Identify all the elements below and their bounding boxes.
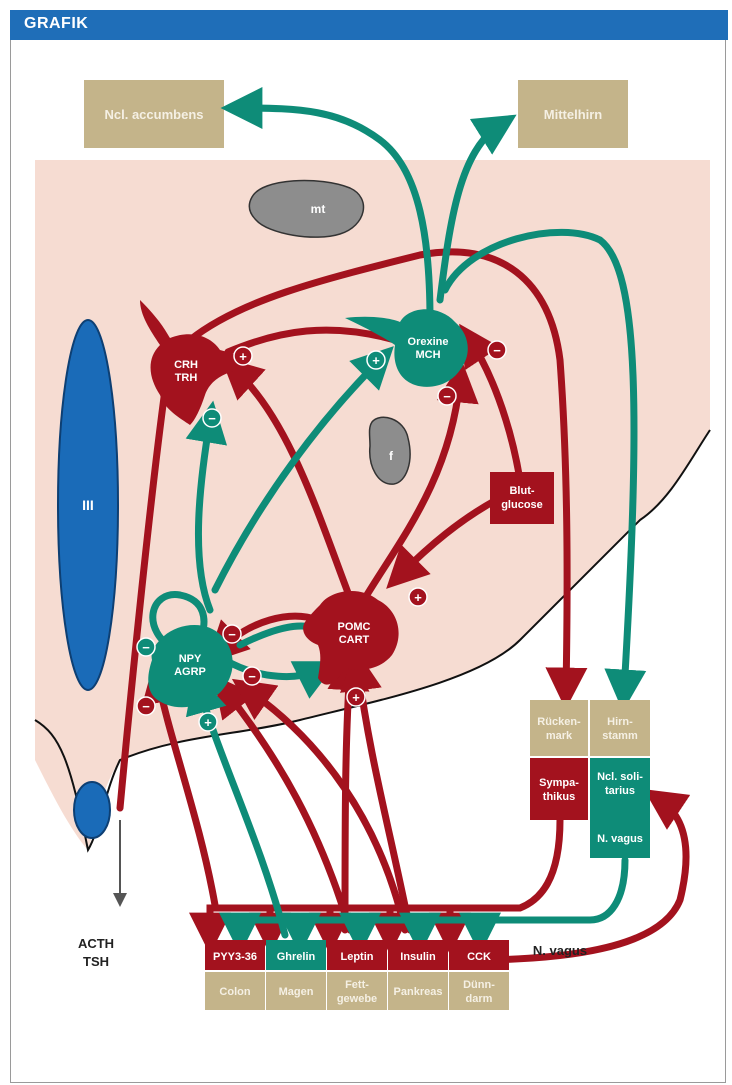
blutglucose-line1: Blut-: [509, 485, 534, 497]
badge-minus-npy-l-text: −: [142, 640, 150, 655]
vagus-label: N. vagus: [533, 943, 587, 958]
badge-minus-npy-bl: −: [137, 697, 155, 715]
badge-minus-npy-t: −: [223, 625, 241, 643]
signal-leptin-label: Leptin: [341, 951, 374, 963]
box-blutglucose: [490, 472, 554, 524]
hirnstamm-line1: Hirn-: [607, 716, 633, 728]
signal-cck-label: CCK: [467, 951, 491, 963]
badge-minus-npy-l: −: [137, 638, 155, 656]
badge-minus-crh: −: [203, 409, 221, 427]
region-mt-label: mt: [311, 202, 326, 216]
badge-minus-orexine-b-text: −: [443, 389, 451, 404]
badge-plus-npy-b: +: [199, 713, 217, 731]
signal-insulin-label: Insulin: [400, 951, 436, 963]
badge-plus-orexine: +: [367, 351, 385, 369]
badge-plus-pomc-b: +: [347, 688, 365, 706]
badge-minus-npy-r-text: −: [248, 669, 256, 684]
badge-minus-crh-text: −: [208, 411, 216, 426]
neuron-trh-label: TRH: [175, 372, 198, 384]
box-rueckenmark: [530, 700, 588, 756]
sympathikus-line1: Sympa-: [539, 777, 579, 789]
badge-plus-pomc-b-text: +: [352, 690, 360, 705]
signal-pyy-label: PYY3-36: [213, 951, 257, 963]
badge-minus-npy-bl-text: −: [142, 699, 150, 714]
output-acth: ACTH: [78, 936, 114, 951]
badge-plus-npy-b-text: +: [204, 715, 212, 730]
sympathikus-line2: thikus: [543, 791, 575, 803]
output-tsh: TSH: [83, 954, 109, 969]
neuron-npy-label: NPY: [179, 653, 202, 665]
organ-pankreas-label: Pankreas: [394, 986, 443, 998]
blutglucose-line2: glucose: [501, 499, 543, 511]
badge-plus-pomc-r: +: [409, 588, 427, 606]
box-sympathikus: [530, 758, 588, 820]
neuron-crh-label: CRH: [174, 359, 198, 371]
signal-ghrelin-label: Ghrelin: [277, 951, 316, 963]
neuron-cart-label: CART: [339, 634, 370, 646]
badge-minus-orexine-r-text: −: [493, 343, 501, 358]
organ-duenn-line1: Dünn-: [463, 979, 495, 991]
badge-minus-npy-t-text: −: [228, 627, 236, 642]
badge-plus-pomc-r-text: +: [414, 590, 422, 605]
badge-plus-orexine-text: +: [372, 353, 380, 368]
signal-row: PYY3-36 Ghrelin Leptin Insulin CCK Colon…: [205, 940, 509, 1010]
ventricle-lower: [74, 782, 110, 838]
rueckenmark-line2: mark: [546, 730, 573, 742]
organ-duenn-line2: darm: [466, 993, 493, 1005]
badge-minus-orexine-r: −: [488, 341, 506, 359]
hirnstamm-line2: stamm: [602, 730, 638, 742]
neuron-agrp-label: AGRP: [174, 666, 206, 678]
neuron-pomc-label: POMC: [338, 621, 371, 633]
organ-fett-line1: Fett-: [345, 979, 369, 991]
box-mittelhirn-label: Mittelhirn: [544, 107, 603, 122]
box-hirnstamm: [590, 700, 650, 756]
badge-minus-orexine-b: −: [438, 387, 456, 405]
organ-fett-line2: gewebe: [337, 993, 377, 1005]
insulin-to-pomc: [358, 668, 410, 930]
neuron-orexine-label: Orexine: [408, 336, 449, 348]
cck-to-solitarius: [470, 800, 686, 960]
badge-plus-crh-text: +: [239, 349, 247, 364]
ventricle-label: III: [82, 497, 94, 513]
box-ncl-accumbens-label: Ncl. accumbens: [105, 107, 204, 122]
neuron-mch-label: MCH: [415, 349, 440, 361]
badge-plus-crh: +: [234, 347, 252, 365]
organ-magen-label: Magen: [279, 986, 314, 998]
badge-minus-npy-r: −: [243, 667, 261, 685]
ncl-solitarius-line1: Ncl. soli-: [597, 771, 643, 783]
n-vagus-box-label: N. vagus: [597, 833, 643, 845]
rueckenmark-line1: Rücken-: [537, 716, 581, 728]
ncl-solitarius-line2: tarius: [605, 785, 635, 797]
organ-colon-label: Colon: [219, 986, 250, 998]
